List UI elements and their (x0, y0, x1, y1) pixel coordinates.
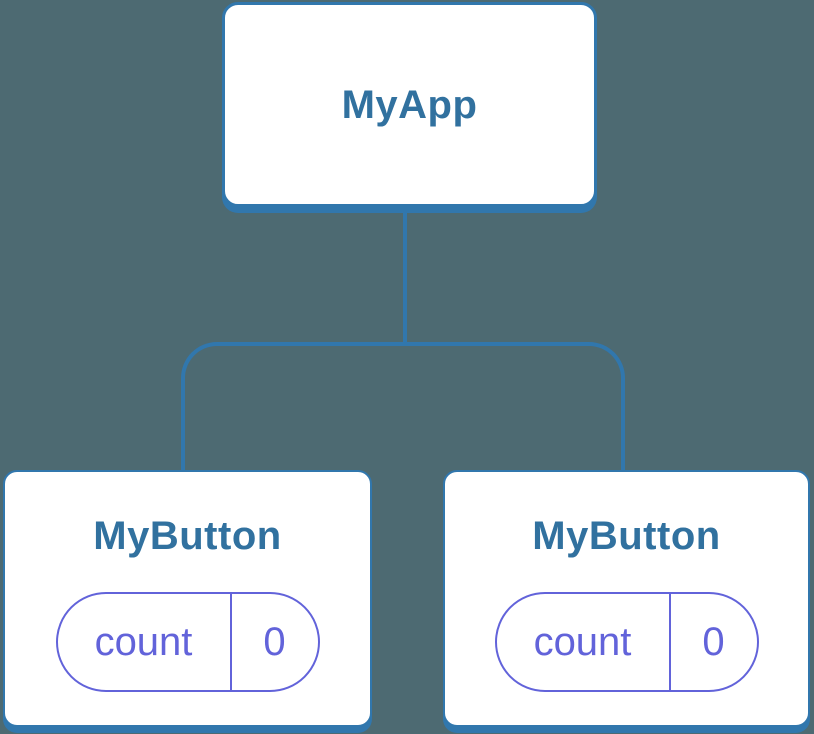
connector-branch-bracket (181, 342, 625, 470)
state-pill-left: count 0 (55, 592, 320, 692)
state-key-label: count (533, 619, 632, 664)
connector-stem-line (403, 211, 407, 344)
state-pill-right: count 0 (494, 592, 759, 692)
component-label-mybutton-left: MyButton (93, 514, 282, 558)
state-value: 0 (702, 619, 725, 664)
component-card-mybutton-right: MyButton count 0 (443, 470, 810, 727)
component-card-myapp: MyApp (222, 2, 597, 207)
state-pill-divider (229, 594, 232, 690)
state-key-label: count (94, 619, 193, 664)
state-value: 0 (263, 619, 286, 664)
state-pill-divider (668, 594, 671, 690)
component-card-mybutton-left: MyButton count 0 (3, 470, 372, 727)
component-label-mybutton-right: MyButton (532, 514, 721, 558)
component-label-myapp: MyApp (341, 82, 478, 127)
